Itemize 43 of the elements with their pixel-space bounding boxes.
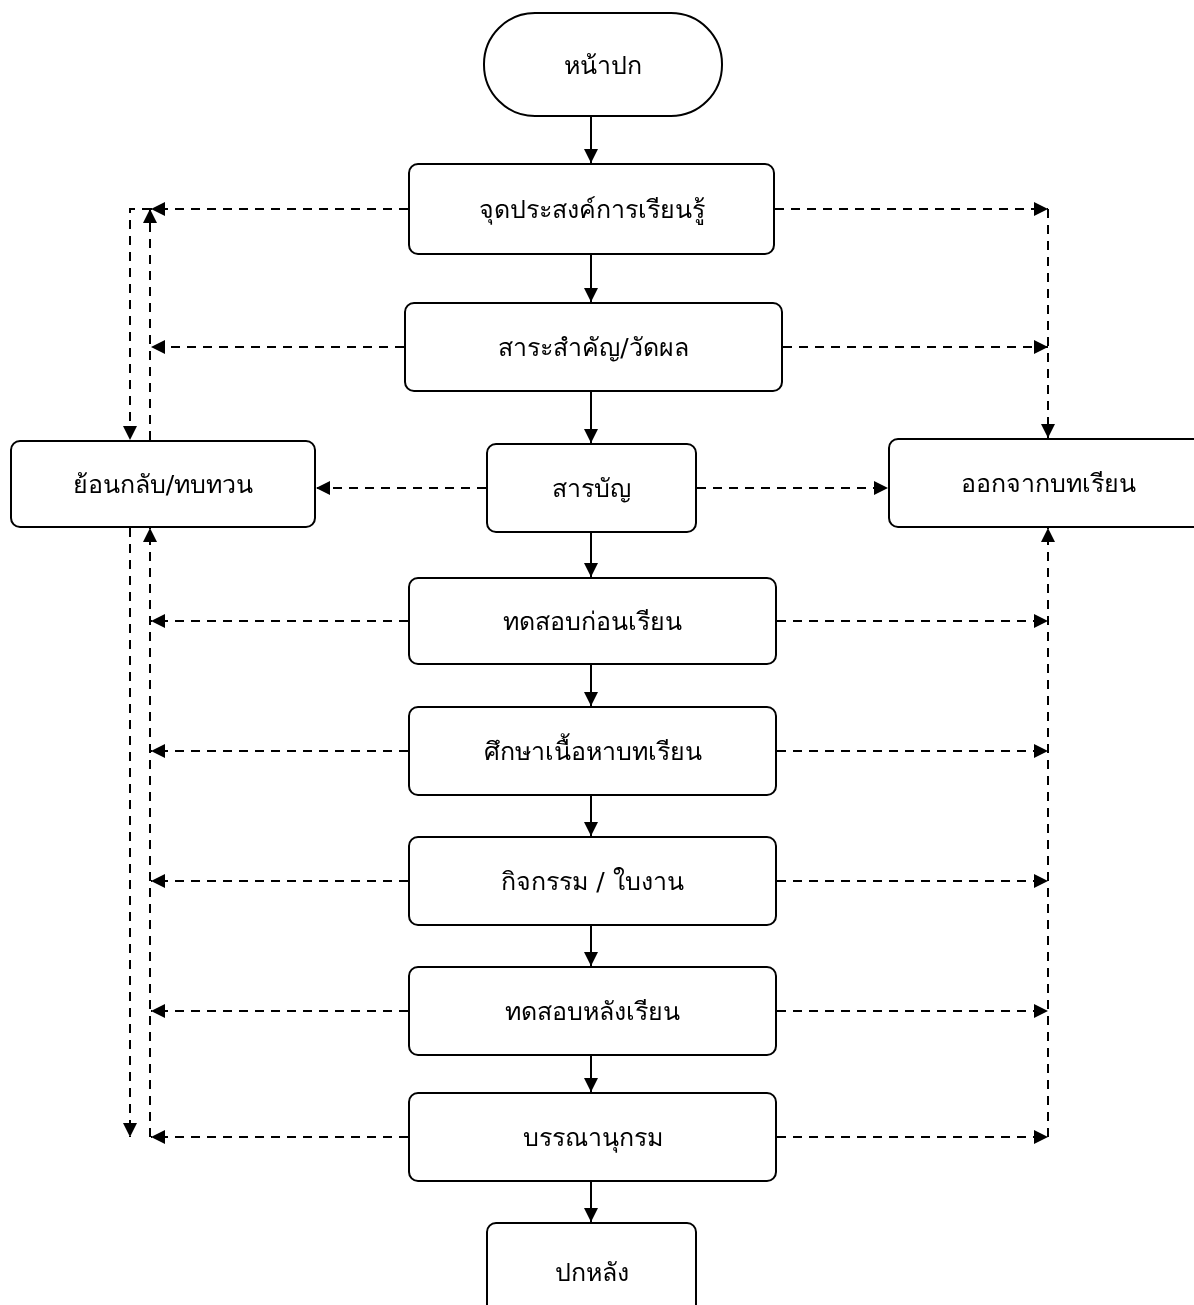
arrow (150, 744, 409, 758)
arrow (584, 925, 598, 967)
arrow (584, 532, 598, 578)
process-box: ทดสอบก่อนเรียน (408, 577, 777, 665)
arrow (143, 527, 157, 1138)
process-box: จุดประสงค์การเรียนรู้ (408, 163, 775, 255)
process-box: ศึกษาเนื้อหาบทเรียน (408, 706, 777, 796)
process-box: สารบัญ (486, 443, 697, 533)
arrow (150, 614, 409, 628)
process-box: ออกจากบทเรียน (888, 438, 1194, 528)
arrow (584, 1181, 598, 1223)
start-terminal: หน้าปก (483, 12, 723, 117)
arrow (774, 202, 1049, 216)
arrow (150, 1004, 409, 1018)
arrow (584, 1055, 598, 1093)
arrow (1041, 527, 1055, 1138)
process-box: กิจกรรม / ใบงาน (408, 836, 777, 926)
arrow (776, 744, 1049, 758)
arrow (776, 1004, 1049, 1018)
arrow (123, 208, 152, 441)
arrow (696, 481, 889, 495)
arrow (584, 664, 598, 707)
arrow (776, 1130, 1049, 1144)
process-box: บรรณานุกรม (408, 1092, 777, 1182)
arrow (584, 116, 598, 164)
arrow (584, 254, 598, 303)
process-box: ย้อนกลับ/ทบทวน (10, 440, 316, 528)
arrow (584, 795, 598, 837)
arrow (776, 874, 1049, 888)
process-box: ทดสอบหลังเรียน (408, 966, 777, 1056)
arrow (315, 481, 487, 495)
arrow (143, 208, 157, 441)
arrow (776, 614, 1049, 628)
process-box: สาระสำคัญ/วัดผล (404, 302, 783, 392)
arrow (150, 340, 405, 354)
arrow (150, 202, 409, 216)
arrow (1041, 208, 1055, 439)
arrow (584, 391, 598, 444)
arrow (123, 527, 137, 1138)
process-box: ปกหลัง (486, 1222, 697, 1305)
arrow (150, 1130, 409, 1144)
arrow (150, 874, 409, 888)
arrow (782, 340, 1049, 354)
